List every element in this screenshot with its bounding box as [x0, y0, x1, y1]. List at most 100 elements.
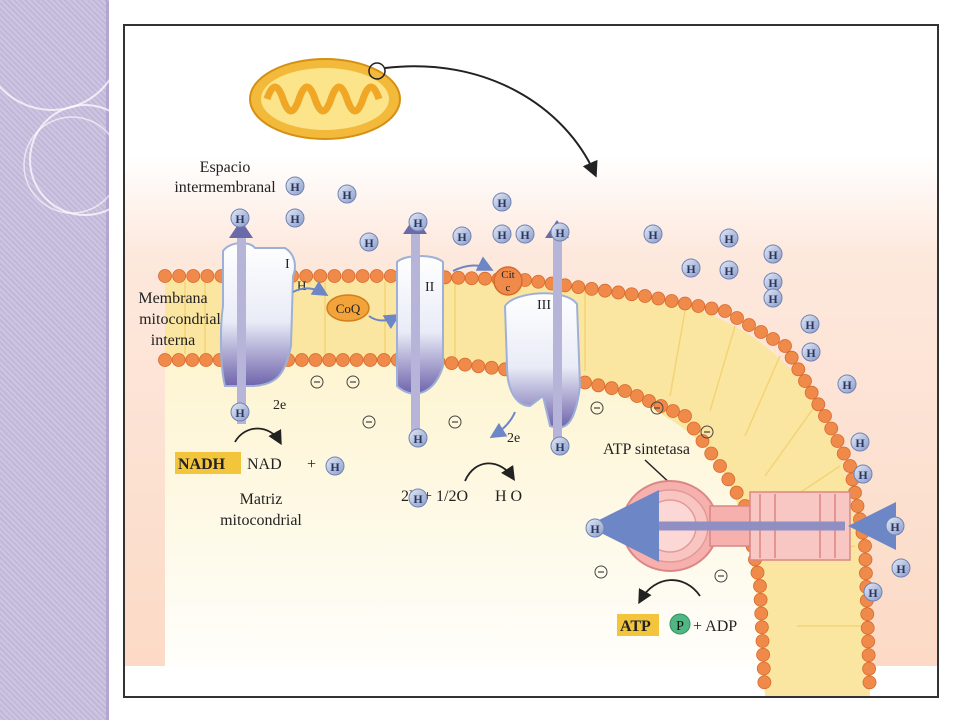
- proton-ball: H: [585, 518, 605, 538]
- membrane-bead: [158, 269, 172, 283]
- proton-ball: H: [850, 432, 870, 452]
- negative-charge: [590, 401, 604, 415]
- label-espacio: Espacio intermembranal: [174, 159, 276, 196]
- membrane-bead: [186, 269, 201, 283]
- sidebar-circle-1: [0, 0, 123, 111]
- proton-ball: H: [800, 314, 820, 334]
- membrane-bead: [784, 350, 799, 365]
- label-membrana-line1: Membrana: [138, 290, 207, 307]
- membrane-bead: [862, 661, 876, 676]
- label-membrana-line2: mitocondrial: [139, 311, 221, 328]
- proton-ball: H: [408, 428, 428, 448]
- svg-text:H: H: [806, 346, 816, 360]
- membrane-bead: [678, 296, 692, 311]
- membrane-bead: [836, 446, 851, 461]
- membrane-bead: [824, 421, 839, 436]
- membrane-bead: [531, 274, 546, 289]
- two-e-label-2: 2e: [507, 431, 520, 446]
- svg-text:H: H: [768, 276, 778, 290]
- matrix-region: [165, 356, 825, 696]
- negative-charge: [362, 415, 376, 429]
- proton-ball: H: [837, 374, 857, 394]
- label-matriz-line2: mitocondrial: [220, 512, 302, 529]
- proton-ball: H: [719, 228, 739, 248]
- proton-ball: H: [285, 176, 305, 196]
- membrane-bead: [341, 269, 356, 283]
- negative-charge: [310, 375, 324, 389]
- svg-text:H: H: [842, 378, 852, 392]
- membrane-bead: [299, 269, 314, 283]
- svg-text:H: H: [724, 232, 734, 246]
- proton-ball: H: [492, 192, 512, 212]
- diagram-frame: Espacio intermembranal Membrana mitocond…: [123, 24, 939, 698]
- negative-charge: [714, 569, 728, 583]
- negative-charge: [594, 565, 608, 579]
- proton-ball: H: [337, 184, 357, 204]
- membrane-bead: [753, 579, 767, 593]
- complex-iii: III: [503, 220, 582, 449]
- sidebar-circle-3: [23, 116, 121, 214]
- membrane-bead: [778, 339, 792, 353]
- label-membrana-line3: interna: [151, 332, 195, 349]
- proton-ball: H: [550, 222, 570, 242]
- svg-text:H: H: [413, 492, 423, 506]
- membrane-bead: [355, 269, 370, 283]
- atp-sintetasa-label: ATP sintetasa: [603, 441, 690, 458]
- atp-text: ATP: [620, 618, 651, 635]
- svg-text:H: H: [235, 212, 245, 226]
- membrane-bead: [742, 318, 756, 332]
- membrane-bead: [611, 285, 626, 300]
- membrane-bead: [757, 675, 772, 690]
- proton-ball: H: [853, 464, 873, 484]
- membrane-bead: [651, 291, 666, 306]
- two-e-label-1: 2e: [273, 398, 286, 413]
- negative-charge: [700, 425, 714, 439]
- svg-text:H: H: [520, 228, 530, 242]
- membrane-bead: [185, 353, 200, 367]
- svg-text:H: H: [590, 522, 600, 536]
- h-transfer-label: H: [297, 278, 306, 293]
- svg-text:H: H: [896, 562, 906, 576]
- proton-ball: H: [863, 582, 883, 602]
- membrane-bilayer: [165, 276, 870, 696]
- svg-text:H: H: [497, 228, 507, 242]
- membrane-bead: [755, 634, 770, 648]
- proton-ball: H: [550, 436, 570, 456]
- arrow-ii-to-cit: [452, 256, 494, 272]
- svg-text:H: H: [364, 236, 374, 250]
- proton-ball: H: [801, 342, 821, 362]
- complex-i-label: I: [285, 257, 290, 272]
- adp-text: + ADP: [693, 618, 737, 635]
- membrane-bead: [335, 353, 350, 367]
- coq-label: CoQ: [336, 301, 361, 316]
- membrane-bead: [753, 592, 768, 607]
- svg-text:H: H: [413, 432, 423, 446]
- svg-text:H: H: [330, 460, 340, 474]
- membrane-bead: [171, 353, 186, 367]
- svg-text:H: H: [342, 188, 352, 202]
- membrane-bead: [750, 565, 765, 580]
- membrane-bead: [678, 409, 692, 423]
- membrane-bead: [464, 271, 479, 286]
- membrane-bead: [571, 280, 586, 295]
- membrane-bead: [200, 269, 215, 283]
- membrane-bead: [729, 485, 744, 500]
- membrane-bead: [666, 404, 680, 418]
- proton-ball: H: [681, 258, 701, 278]
- label-matriz-line1: Matriz: [240, 491, 283, 508]
- membrane-bead: [618, 384, 632, 398]
- membrane-bead: [451, 270, 466, 285]
- membrane-bead: [158, 353, 172, 367]
- svg-text:H: H: [413, 216, 423, 230]
- negative-charge: [346, 375, 360, 389]
- membrane-bead: [383, 269, 398, 283]
- proton-ball: H: [763, 288, 783, 308]
- negative-charge: [650, 401, 664, 415]
- proton-ball: H: [763, 272, 783, 292]
- membrane-bead: [861, 648, 876, 662]
- membrane-bead: [591, 378, 606, 393]
- membrane-bead: [862, 675, 877, 690]
- proton-ball: H: [408, 488, 428, 508]
- svg-text:H: H: [805, 318, 815, 332]
- svg-text:H: H: [768, 292, 778, 306]
